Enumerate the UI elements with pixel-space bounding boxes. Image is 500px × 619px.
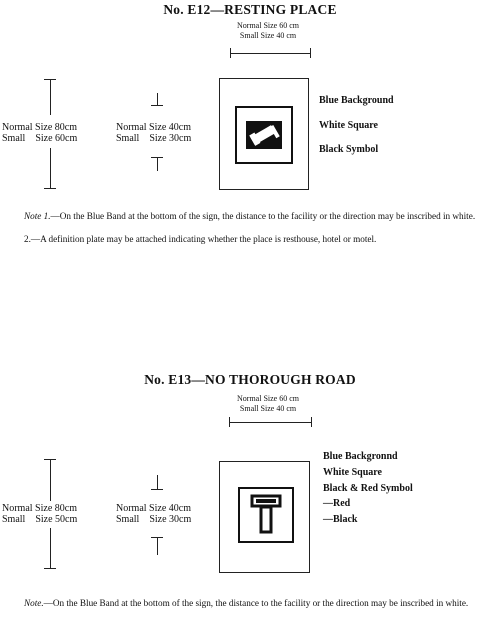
- e13-label-background: Blue Backgronnd: [323, 451, 398, 462]
- dead-end-t-icon: [250, 494, 282, 534]
- e13-dim-small: Small Size 40 cm: [239, 404, 297, 413]
- e13-note: Note.—On the Blue Band at the bottom of …: [2, 598, 498, 609]
- e12-label-background: Blue Background: [319, 95, 394, 106]
- e13-inner-normal: Normal Size 40cm: [116, 503, 191, 514]
- e13-outer-upper-line: [50, 459, 51, 501]
- e13-dim-tick-left: [229, 417, 230, 427]
- e13-label-black: —Black: [323, 514, 358, 525]
- e12-label-square: White Square: [319, 120, 378, 131]
- e12-dim-tick-left: [230, 48, 231, 58]
- e12-outer-normal: Normal Size 80cm: [2, 122, 77, 133]
- e12-outer-small: Small Size 60cm: [2, 133, 78, 144]
- e12-sign-white-square: [235, 106, 293, 164]
- e12-dim-tick-right: [310, 48, 311, 58]
- bed-icon: [246, 121, 282, 149]
- e13-title: No. E13—NO THOROUGH ROAD: [144, 372, 356, 387]
- e12-inner-normal: Normal Size 40cm: [116, 122, 191, 133]
- e12-outer-bottom-tick: [44, 188, 56, 189]
- e13-note-lead: Note.: [24, 598, 44, 608]
- e13-outer-normal: Normal Size 80cm: [2, 503, 77, 514]
- e13-dim-normal: Normal Size 60 cm: [237, 394, 299, 403]
- e13-label-red: —Red: [323, 498, 351, 509]
- e12-outer-upper-line: [50, 79, 51, 115]
- e12-note-1-lead: Note 1.: [24, 211, 51, 221]
- e13-sign-white-square: [238, 487, 294, 543]
- e12-inner-top-tick: [151, 105, 163, 106]
- e13-inner-small: Small Size 30cm: [116, 514, 192, 525]
- e12-dim-small: Small Size 40 cm: [239, 31, 297, 40]
- e13-dim-line: [229, 422, 311, 423]
- e12-outer-lower-line: [50, 148, 51, 188]
- e12-note-2: 2.—A definition plate may be attached in…: [24, 234, 377, 244]
- e13-inner-top-tick: [151, 489, 163, 490]
- e12-inner-small: Small Size 30cm: [116, 133, 192, 144]
- e13-note-text: —On the Blue Band at the bottom of the s…: [43, 598, 469, 608]
- e12-inner-lower-line: [157, 157, 158, 171]
- e12-inner-upper-line: [157, 93, 158, 105]
- e13-inner-upper-line: [157, 475, 158, 489]
- e13-outer-bottom-tick: [44, 568, 56, 569]
- e12-dim-line: [230, 53, 310, 54]
- e13-inner-lower-line: [157, 537, 158, 555]
- e12-dim-normal: Normal Size 60 cm: [237, 21, 299, 30]
- e13-dim-tick-right: [311, 417, 312, 427]
- e12-label-symbol: Black Symbol: [319, 144, 379, 155]
- e12-title: No. E12—RESTING PLACE: [163, 2, 337, 17]
- e13-outer-small: Small Size 50cm: [2, 514, 78, 525]
- e13-outer-lower-line: [50, 528, 51, 568]
- e12-note-1-text: —On the Blue Band at the bottom of the s…: [50, 211, 476, 221]
- e13-label-square: White Square: [323, 467, 382, 478]
- e12-note-1: Note 1.—On the Blue Band at the bottom o…: [2, 211, 498, 222]
- e13-label-symbol: Black & Red Symbol: [323, 483, 413, 494]
